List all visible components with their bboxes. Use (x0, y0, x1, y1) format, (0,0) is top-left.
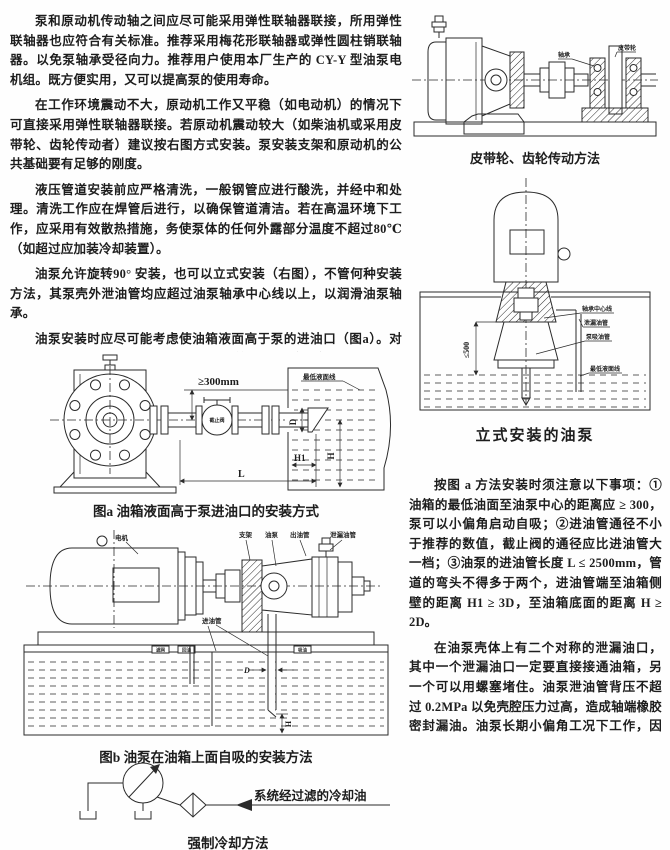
dim-500: ≤500 (462, 321, 502, 376)
leak-pipe-label: 泄漏油管 (584, 319, 608, 327)
figure-b-diagram: 电机 支架 油泵 出油管 泄漏油管 滤网 回油 吸油 (23, 530, 389, 736)
dim-l: L (179, 440, 317, 485)
bearing-label: 轴承 (558, 51, 570, 59)
dim-h1: H1 (291, 434, 317, 487)
dim-h-label: H (326, 452, 336, 459)
dim-h-label: H (284, 720, 293, 727)
paragraph-vibration: 在工作环境震动不大，原动机工作又平稳（如电动机）的情况下可直接采用弹性联轴器联接… (10, 98, 402, 172)
oil-tank: 滤网 回油 吸油 (23, 644, 389, 736)
dim-h: H (276, 713, 293, 734)
shaft-coupling (524, 61, 656, 99)
vertical-pump-diagram: ≤500 轴承中心线 泄漏油管 泵吸油管 最低液面线 (419, 178, 651, 411)
cooling-schematic: 系统经过滤的冷却油 (79, 762, 390, 820)
tank-liquid (292, 389, 378, 481)
pump-label: 油泵 (265, 530, 279, 539)
motor-label: 电机 (115, 533, 129, 542)
pump-front-view (53, 354, 177, 494)
figure-a-diagram: 截止阀 最低液面线 ≥300mm D H (50, 354, 392, 494)
bearing-labels: 轴承 皮带轮 (558, 44, 636, 67)
bracket-label: 支架 (238, 530, 253, 539)
motor (493, 191, 571, 283)
dim-d-label: D (288, 418, 298, 425)
return-label: 回油 (182, 647, 191, 654)
tank-outline (287, 367, 392, 491)
oil-tank (419, 291, 651, 411)
part-labels: 电机 支架 油泵 出油管 泄漏油管 (115, 530, 357, 567)
right-text-column: 按图 a 方法安装时须注意以下事项：①油箱的最低油面至油泵中心的距离应 ≥ 30… (409, 476, 662, 738)
paragraph-coupling: 泵和原动机传动轴之间应尽可能采用弹性联轴器联接，所用弹性联轴器也应符合有关标准。… (10, 14, 402, 87)
figure-a-caption: 图a 油箱液面高于泵进油口的安装方式 (92, 504, 320, 519)
dim-d: D (288, 407, 305, 433)
dim-d: D (243, 666, 294, 675)
annotations: 轴承中心线 泄漏油管 泵吸油管 最低液面线 (535, 305, 622, 377)
bearing-pedestal (581, 45, 649, 123)
inlet-pipe: 进油管 (202, 614, 277, 718)
tank-symbols (79, 782, 152, 820)
vertical-caption: 立式安装的油泵 (475, 428, 595, 444)
bearing-centerline-label: 轴承中心线 (582, 305, 612, 313)
coupling (202, 569, 241, 603)
base-plate (37, 631, 375, 646)
paragraph-install-notes: 按图 a 方法安装时须注意以下事项：①油箱的最低油面至油泵中心的距离应 ≥ 30… (409, 478, 662, 630)
filter-symbol (156, 792, 207, 818)
belt-drive-diagram: 轴承 皮带轮 (412, 15, 658, 137)
tank-liquid (424, 374, 646, 408)
dim-300: ≥300mm (184, 376, 288, 421)
outlet-pipe-label: 出油管 (290, 530, 310, 539)
paragraph-leak-ports: 在油泵壳体上有二个对称的泄漏油口，其中一个泄漏油口一定要直接接通油箱，另一个可以… (409, 640, 662, 734)
min-level-label: 最低液面线 (590, 365, 620, 373)
figure-b-caption: 图b 油泵在油箱上面自吸的安装方法 (99, 750, 313, 765)
cooling-oil-flow: 系统经过滤的冷却油 (206, 788, 390, 811)
min-level-label: 最低液面线 (303, 372, 336, 381)
mount-cone (495, 281, 557, 323)
pipe-bevel-end (307, 407, 329, 433)
pulley-label: 皮带轮 (618, 44, 636, 52)
pump-body (427, 15, 525, 135)
cooling-oil-label: 系统经过滤的冷却油 (254, 788, 367, 803)
dim-h: H (326, 419, 343, 488)
dim-h1-label: H1 (294, 453, 306, 463)
motor (49, 530, 204, 628)
suction-piping: 截止阀 (149, 397, 329, 436)
pump (493, 309, 582, 407)
bracket (241, 559, 263, 633)
pump (260, 537, 371, 618)
belt-caption: 皮带轮、齿轮传动方法 (469, 151, 600, 166)
cooling-caption: 强制冷却方法 (187, 836, 269, 850)
paragraph-rotation-install: 油泵允许旋转90° 安装，也可以立式安装（右图），不管何种安装方法，其泵壳外泄油… (10, 267, 402, 321)
paragraph-inlet-level: 油泵安装时应尽可能考虑使油箱液面高于泵的进油口（图a）。对于流量小于 160L/… (10, 331, 402, 352)
min-level-annotation: 最低液面线 (301, 372, 361, 391)
suction-pipe-label: 泵吸油管 (586, 333, 610, 341)
suction-port-label: 吸油 (298, 647, 307, 654)
strainer-label: 滤网 (156, 647, 165, 654)
paragraph-pipes-cleaning: 液压管道安装前应严格清洗，一般钢管应进行酸洗，并经中和处理。清洗工作应在焊管后进… (10, 182, 402, 256)
dim-d-label: D (243, 666, 250, 675)
dim-300-label: ≥300mm (198, 376, 239, 388)
stop-valve-label: 截止阀 (209, 417, 224, 424)
left-text-column: 泵和原动机传动轴之间应尽可能采用弹性联轴器联接，所用弹性联轴器也应符合有关标准。… (10, 12, 402, 352)
leak-pipe-label: 泄漏油管 (330, 530, 357, 539)
inlet-pipe-label: 进油管 (202, 616, 222, 625)
tank-liquid (28, 661, 384, 727)
baseplate (413, 121, 657, 137)
dim-l-label: L (238, 469, 245, 480)
dim-500-label: ≤500 (462, 342, 471, 358)
